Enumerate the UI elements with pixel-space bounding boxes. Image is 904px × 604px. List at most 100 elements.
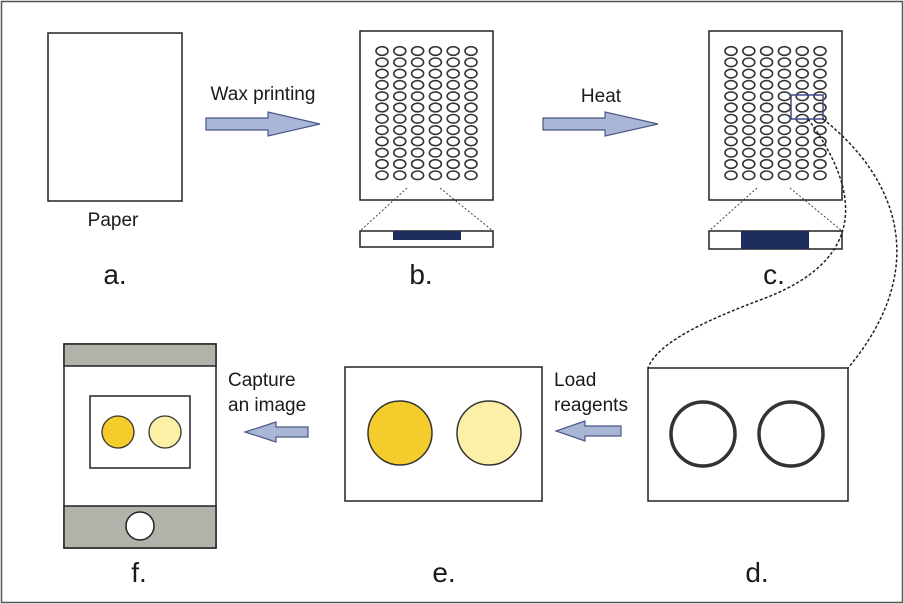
well-outline <box>724 158 738 170</box>
well-outline <box>446 158 461 170</box>
well-outline <box>392 113 407 124</box>
wax-surface-band <box>393 231 461 240</box>
zoom-line-left-c <box>708 187 758 232</box>
well-outline <box>375 136 389 147</box>
heated-sheet <box>708 30 843 201</box>
well-outline <box>813 57 827 68</box>
well-outline <box>375 158 389 170</box>
well-outline <box>410 91 425 102</box>
well-outline <box>428 68 443 79</box>
well-outline <box>795 57 810 68</box>
well-outline <box>464 170 478 181</box>
well-outline <box>375 170 389 181</box>
well-outline <box>375 113 389 124</box>
well-outline <box>724 170 738 181</box>
well-outline <box>446 170 461 181</box>
well-outline <box>428 136 443 147</box>
well-outline <box>410 136 425 147</box>
well-outline <box>813 102 827 113</box>
wax-penetrated-band <box>741 231 809 249</box>
phone-home-button <box>125 511 155 541</box>
well-outline <box>795 91 810 102</box>
well-outline <box>777 57 792 68</box>
well-outline <box>724 57 738 68</box>
well-outline <box>741 158 756 170</box>
well-outline <box>813 170 827 181</box>
well-outline <box>777 136 792 147</box>
zoom-highlight-box <box>790 94 824 120</box>
well-outline <box>464 113 478 124</box>
well-outline <box>759 125 774 136</box>
well-outline <box>759 136 774 147</box>
well-outline <box>813 147 827 158</box>
paper-label: Paper <box>88 210 139 231</box>
wax-printing-label: Wax printing <box>211 84 316 105</box>
well-outline <box>410 147 425 158</box>
zoom-line-right <box>439 187 494 232</box>
empty-well-left <box>669 400 737 468</box>
well-outline <box>375 57 389 68</box>
printed-wells-grid <box>375 45 478 181</box>
panel-label-d: d. <box>745 557 768 588</box>
captured-well-light <box>148 415 182 449</box>
well-outline <box>724 125 738 136</box>
heated-wells-grid <box>724 45 827 181</box>
panel-label-f: f. <box>131 557 147 588</box>
well-outline <box>759 91 774 102</box>
well-outline <box>464 91 478 102</box>
panel-label-a: a. <box>103 259 126 290</box>
well-outline <box>446 79 461 90</box>
well-outline <box>392 102 407 113</box>
well-outline <box>392 170 407 181</box>
well-outline <box>795 125 810 136</box>
well-outline <box>375 79 389 90</box>
well-outline <box>446 147 461 158</box>
well-outline <box>410 125 425 136</box>
well-outline <box>410 102 425 113</box>
printed-sheet <box>359 30 494 201</box>
well-outline <box>724 113 738 124</box>
well-outline <box>741 125 756 136</box>
captured-well-dark <box>101 415 135 449</box>
well-outline <box>759 57 774 68</box>
well-outline <box>464 136 478 147</box>
well-outline <box>375 45 389 57</box>
well-outline <box>410 68 425 79</box>
well-outline <box>795 68 810 79</box>
capture-label-1: Capture <box>228 370 296 391</box>
well-outline <box>428 79 443 90</box>
well-outline <box>464 147 478 158</box>
well-outline <box>375 91 389 102</box>
well-outline <box>464 79 478 90</box>
well-outline <box>375 147 389 158</box>
well-outline <box>741 79 756 90</box>
blank-paper <box>47 32 183 202</box>
well-outline <box>795 147 810 158</box>
well-outline <box>777 158 792 170</box>
arrow-capture-image <box>243 421 309 443</box>
well-outline <box>392 57 407 68</box>
well-outline <box>392 158 407 170</box>
well-outline <box>410 45 425 57</box>
well-outline <box>741 147 756 158</box>
well-outline <box>375 102 389 113</box>
well-outline <box>741 136 756 147</box>
well-outline <box>392 79 407 90</box>
arrow-load-reagents <box>554 420 622 442</box>
well-outline <box>777 125 792 136</box>
zoom-line-right-c <box>789 187 843 232</box>
well-outline <box>428 170 443 181</box>
well-outline <box>741 170 756 181</box>
well-outline <box>446 57 461 68</box>
panel-label-b: b. <box>409 259 432 290</box>
well-outline <box>795 45 810 57</box>
well-outline <box>813 79 827 90</box>
capture-label-2: an image <box>228 395 306 416</box>
well-outline <box>410 79 425 90</box>
well-outline <box>795 158 810 170</box>
well-outline <box>446 136 461 147</box>
well-outline <box>795 102 810 113</box>
well-outline <box>724 45 738 57</box>
well-outline <box>392 125 407 136</box>
well-outline <box>724 68 738 79</box>
